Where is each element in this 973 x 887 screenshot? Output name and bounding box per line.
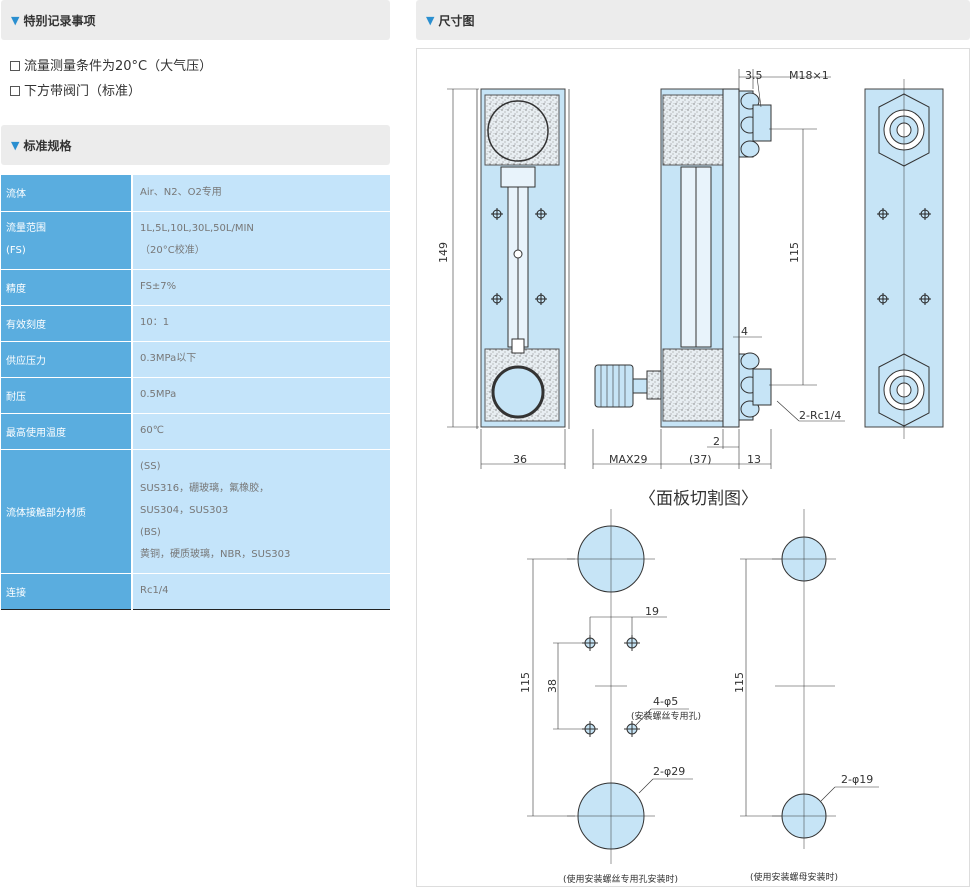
- spec-key: 耐压: [1, 377, 133, 414]
- dim-m18: M18×1: [789, 69, 829, 82]
- panel-cutout-title: 〈面板切割图〉: [639, 489, 758, 509]
- spec-key: 精度: [1, 269, 133, 306]
- note-item: 流量测量条件为20°C（大气压）: [10, 54, 212, 79]
- table-row: 连接 Rc1/4: [1, 573, 390, 610]
- table-row: 最高使用温度 60℃: [1, 413, 390, 450]
- dim-phi29: 2-φ29: [653, 765, 685, 778]
- spec-title: 标准规格: [23, 138, 72, 153]
- panel-cutout-right: [740, 509, 879, 849]
- dim-2: 2: [713, 435, 720, 448]
- spec-key: 流体: [1, 175, 133, 212]
- caption-right: (使用安装螺母安装时): [750, 871, 838, 883]
- dim-38: 38: [546, 679, 559, 693]
- spec-key: 供应压力: [1, 341, 133, 378]
- table-row: 流体 Air、N2、O2专用: [1, 175, 390, 212]
- spec-key: 流量范围(FS): [1, 211, 133, 270]
- spec-value: Air、N2、O2专用: [132, 175, 390, 212]
- table-row: 有效刻度 10：1: [1, 305, 390, 342]
- spec-value: (SS) SUS316，硼玻璃，氟橡胶， SUS304，SUS303 (BS) …: [132, 449, 390, 574]
- spec-value: 0.5MPa: [132, 377, 390, 414]
- spec-value: FS±7%: [132, 269, 390, 306]
- phi5-note: (安装螺丝专用孔): [631, 710, 701, 722]
- special-notes-header: ▼ 特别记录事项: [1, 0, 390, 40]
- table-row: 耐压 0.5MPa: [1, 377, 390, 414]
- back-view: [864, 79, 944, 439]
- table-row: 供应压力 0.3MPa以下: [1, 341, 390, 378]
- triangle-down-icon: ▼: [11, 138, 20, 152]
- dim-115-left: 115: [519, 672, 532, 693]
- dim-36: 36: [513, 453, 527, 466]
- dimension-title: 尺寸图: [438, 13, 475, 28]
- dimension-header: ▼ 尺寸图: [416, 0, 970, 40]
- spec-key: 流体接触部分材质: [1, 449, 133, 574]
- spec-value: 10：1: [132, 305, 390, 342]
- dim-rc: 2-Rc1/4: [799, 409, 841, 422]
- dim-max29: MAX29: [609, 453, 648, 466]
- drawing-svg: 3.5 M18×1 149 115 4 2-Rc1/4 2 36 MAX29 (…: [437, 69, 944, 885]
- dim-3-5: 3.5: [745, 69, 763, 82]
- spec-value: 60℃: [132, 413, 390, 450]
- dim-149: 149: [437, 242, 450, 263]
- caption-left: (使用安装螺丝专用孔安装时): [563, 873, 678, 885]
- spec-key: 有效刻度: [1, 305, 133, 342]
- table-row: 流体接触部分材质 (SS) SUS316，硼玻璃，氟橡胶， SUS304，SUS…: [1, 449, 390, 574]
- spec-value: 1L,5L,10L,30L,50L/MIN（20°C校准）: [132, 211, 390, 270]
- spec-value: Rc1/4: [132, 573, 390, 610]
- spec-header: ▼ 标准规格: [1, 125, 390, 165]
- checkbox-icon: [10, 86, 20, 96]
- dim-115: 115: [788, 242, 801, 263]
- special-notes-title: 特别记录事项: [23, 13, 96, 28]
- special-notes-list: 流量测量条件为20°C（大气压） 下方带阀门（标准）: [10, 54, 212, 104]
- table-row: 流量范围(FS) 1L,5L,10L,30L,50L/MIN（20°C校准）: [1, 211, 390, 270]
- dim-19: 19: [645, 605, 659, 618]
- dim-phi19: 2-φ19: [841, 773, 873, 786]
- spec-value: 0.3MPa以下: [132, 341, 390, 378]
- checkbox-icon: [10, 61, 20, 71]
- dim-phi5: 4-φ5: [653, 695, 678, 708]
- panel-cutout-left: [527, 509, 693, 864]
- table-row: 精度 FS±7%: [1, 269, 390, 306]
- front-view: [447, 88, 570, 469]
- spec-key: 连接: [1, 573, 133, 610]
- note-item: 下方带阀门（标准）: [10, 79, 212, 104]
- dim-115-right: 115: [733, 672, 746, 693]
- dim-4: 4: [741, 325, 748, 338]
- dimension-drawing: 3.5 M18×1 149 115 4 2-Rc1/4 2 36 MAX29 (…: [416, 48, 970, 887]
- spec-table: 流体 Air、N2、O2专用 流量范围(FS) 1L,5L,10L,30L,50…: [1, 175, 390, 610]
- side-view: [592, 69, 845, 469]
- triangle-down-icon: ▼: [426, 13, 435, 27]
- spec-key: 最高使用温度: [1, 413, 133, 450]
- dim-13: 13: [747, 453, 761, 466]
- dim-37: (37): [689, 453, 712, 466]
- triangle-down-icon: ▼: [11, 13, 20, 27]
